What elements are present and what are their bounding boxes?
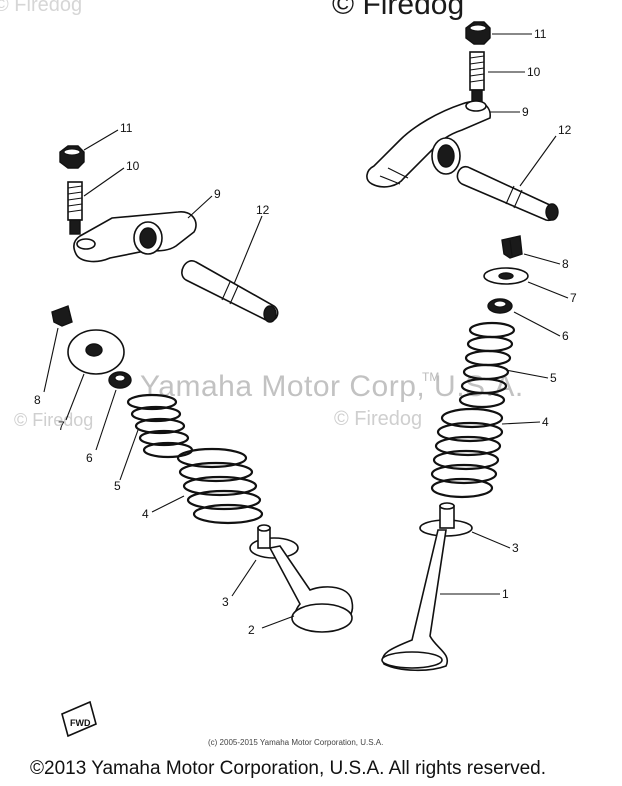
watermark-tm: TM bbox=[422, 370, 440, 384]
left-cotter-8 bbox=[51, 305, 73, 327]
callout-right-8: 8 bbox=[562, 257, 569, 271]
left-retainer-7 bbox=[67, 329, 125, 375]
left-rocker-arm-9 bbox=[73, 211, 197, 263]
callout-left-7: 7 bbox=[58, 419, 65, 433]
callout-right-10: 10 bbox=[527, 65, 541, 79]
callout-left-3: 3 bbox=[222, 595, 229, 609]
callout-right-3: 3 bbox=[512, 541, 519, 555]
callout-right-1: 1 bbox=[502, 587, 509, 601]
callout-left-6: 6 bbox=[86, 451, 93, 465]
right-valve-seal-3 bbox=[419, 502, 473, 537]
left-outer-spring-4 bbox=[176, 447, 264, 525]
copyright-small: (c) 2005-2015 Yamaha Motor Corporation, … bbox=[208, 738, 384, 747]
callout-left-11: 11 bbox=[120, 121, 133, 135]
callout-right-4: 4 bbox=[542, 415, 549, 429]
callout-right-5: 5 bbox=[550, 371, 557, 385]
callout-right-9: 9 bbox=[522, 105, 529, 119]
right-cotter-8 bbox=[501, 235, 523, 259]
left-screw-10 bbox=[67, 181, 83, 235]
callout-left-5: 5 bbox=[114, 479, 121, 493]
callout-left-10: 10 bbox=[126, 159, 140, 173]
watermark-mid-left: © Firedog bbox=[14, 410, 94, 430]
callout-left-9: 9 bbox=[214, 187, 221, 201]
left-spring-seat-6 bbox=[108, 371, 132, 389]
callout-right-6: 6 bbox=[562, 329, 569, 343]
left-nut-11 bbox=[59, 145, 85, 169]
callout-left-4: 4 bbox=[142, 507, 149, 521]
right-valve-1 bbox=[381, 529, 449, 672]
callout-right-11: 11 bbox=[534, 27, 547, 41]
left-inner-spring-5 bbox=[126, 393, 194, 459]
right-rocker-shaft-12 bbox=[456, 165, 559, 222]
right-screw-10 bbox=[469, 51, 485, 105]
watermark-corp: Yamaha Motor Corp, U.S.A. bbox=[140, 370, 524, 403]
left-rocker-shaft-12 bbox=[181, 260, 279, 323]
callout-left-8: 8 bbox=[34, 393, 41, 407]
watermark-mid-right: © Firedog bbox=[334, 408, 423, 430]
watermark-top-left: © Firedog bbox=[0, 0, 83, 16]
copyright-main: ©2013 Yamaha Motor Corporation, U.S.A. A… bbox=[30, 758, 546, 779]
fwd-arrow-icon: FWD bbox=[61, 700, 97, 738]
right-inner-spring-5 bbox=[458, 321, 516, 409]
callout-left-2: 2 bbox=[248, 623, 255, 637]
right-rocker-arm-9 bbox=[366, 100, 491, 188]
right-spring-seat-6 bbox=[487, 298, 513, 314]
right-outer-spring-4 bbox=[430, 407, 504, 499]
right-nut-11 bbox=[465, 21, 491, 45]
callout-left-12: 12 bbox=[256, 203, 270, 217]
callout-right-7: 7 bbox=[570, 291, 577, 305]
fwd-label: FWD bbox=[70, 718, 91, 728]
watermark-top-right: © Firedog bbox=[332, 0, 465, 21]
callout-right-12: 12 bbox=[558, 123, 572, 137]
right-retainer-7 bbox=[483, 267, 529, 285]
left-valve-2 bbox=[268, 545, 354, 633]
